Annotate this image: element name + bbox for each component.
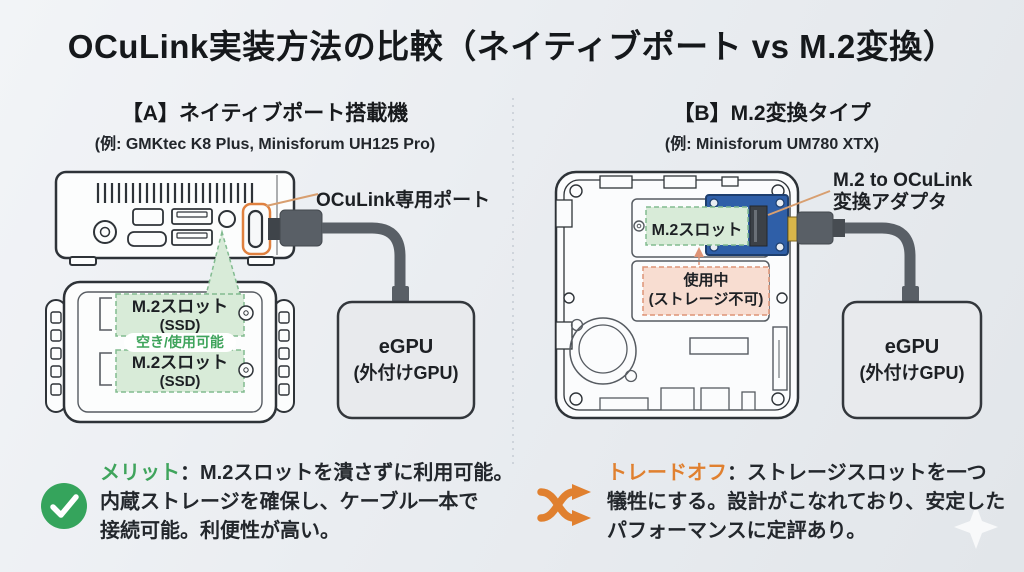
usb-port bbox=[171, 229, 213, 246]
audio-jack bbox=[93, 220, 117, 244]
availability-badge: 空き/使用可能 bbox=[124, 333, 236, 352]
m2-slot-b-label: M.2スロット bbox=[651, 222, 743, 239]
hdmi-port bbox=[127, 231, 167, 247]
egpu-label-right: eGPU (外付けGPU) bbox=[859, 336, 965, 383]
vent-grille bbox=[96, 183, 254, 203]
panel-b-subheading: (例: Minisforum UM780 XTX) bbox=[664, 136, 880, 153]
check-circle-icon bbox=[41, 483, 87, 529]
occupied-slot-marker bbox=[642, 247, 770, 316]
oculink-port-label: OCuLink専用ポート bbox=[316, 190, 491, 211]
oculink-port bbox=[247, 209, 264, 249]
displayport bbox=[132, 208, 164, 226]
pc-foot bbox=[247, 256, 275, 266]
egpu-box-right bbox=[841, 300, 983, 420]
panel-a-heading: 【A】ネイティブポート搭載機 bbox=[121, 102, 409, 125]
m2-slot-region-1 bbox=[115, 293, 245, 337]
shuffle-icon bbox=[537, 484, 591, 526]
panel-b-header: 【B】M.2変換タイプ (例: Minisforum UM780 XTX) bbox=[542, 97, 1002, 154]
power-button bbox=[218, 210, 236, 228]
page-title: OCuLink実装方法の比較（ネイティブポート vs M.2変換） bbox=[67, 28, 957, 65]
m2-slot-2-label: M.2スロット (SSD) bbox=[131, 353, 229, 390]
port-callout-line bbox=[265, 193, 319, 207]
internal-location-wedge bbox=[205, 229, 241, 296]
oculink-cable-right bbox=[796, 211, 919, 302]
m2-slot-region-b bbox=[645, 206, 749, 246]
ram-module bbox=[689, 337, 749, 355]
tradeoff-label: トレードオフ bbox=[607, 462, 727, 484]
egpu-label-left: eGPU (外付けGPU) bbox=[353, 336, 459, 383]
m2-oculink-adapter-drawing bbox=[633, 190, 831, 256]
adapter-callout-line bbox=[767, 190, 831, 216]
cooling-fan bbox=[569, 317, 637, 385]
usb-port bbox=[171, 208, 213, 225]
occupied-slot-label: 使用中 (ストレージ不可) bbox=[648, 272, 764, 308]
case-screws bbox=[563, 184, 788, 406]
egpu-box-left bbox=[336, 300, 476, 420]
panel-a-subheading: (例: GMKtec K8 Plus, Minisforum UH125 Pro… bbox=[94, 136, 436, 153]
adapter-label: M.2 to OCuLink 変換アダプタ bbox=[833, 170, 973, 213]
panel-a-header: 【A】ネイティブポート搭載機 (例: GMKtec K8 Plus, Minis… bbox=[35, 97, 495, 154]
external-connector bbox=[787, 216, 798, 242]
occupied-slot-region bbox=[642, 266, 770, 316]
merit-label: メリット bbox=[100, 462, 180, 484]
pc-foot bbox=[69, 256, 97, 266]
panel-b-heading: 【B】M.2変換タイプ bbox=[673, 102, 871, 125]
mini-pc-rear-drawing bbox=[54, 170, 319, 266]
m2-bay-drawing bbox=[45, 229, 295, 424]
m2-slot-1-label: M.2スロット (SSD) bbox=[131, 297, 229, 334]
merit-note: メリット：M.2スロットを潰さずに利用可能。 内蔵ストレージを確保し、ケーブル一… bbox=[100, 462, 514, 542]
tradeoff-note: トレードオフ：ストレージスロットを一つ 犠牲にする。設計がこなれており、安定した… bbox=[607, 462, 1006, 542]
sparkle-decoration bbox=[954, 505, 998, 549]
oculink-cable-left bbox=[268, 209, 409, 302]
